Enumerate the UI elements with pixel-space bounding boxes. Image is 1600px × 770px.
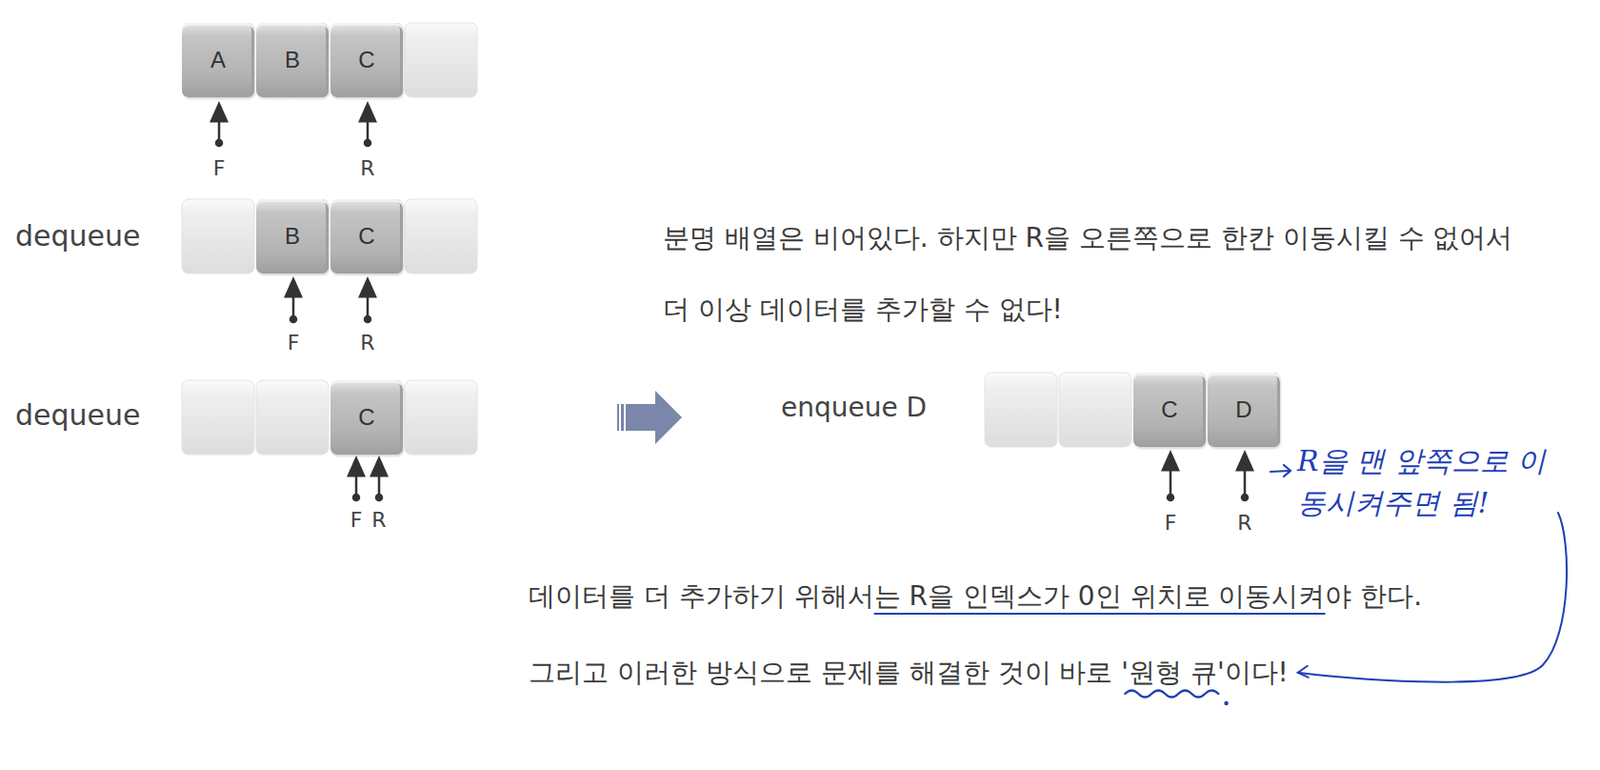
queue-cell: C	[330, 199, 403, 274]
operation-label: enqueue D	[780, 391, 927, 424]
pointer-label: R	[360, 330, 375, 356]
underline	[874, 612, 1326, 615]
pointer-label: R	[1237, 510, 1252, 536]
callout-arrowhead	[1298, 665, 1309, 678]
pointer-label: F	[287, 330, 300, 356]
queue-cell: C	[1133, 372, 1206, 447]
queue-cell: D	[1207, 372, 1280, 447]
cell-value: B	[284, 46, 300, 74]
ink-dot	[1223, 700, 1228, 705]
explanation-text: 데이터를 더 추가하기 위해서는 R을 인덱스가 0인 위치로 이동시켜야 한다…	[528, 580, 1422, 613]
operation-label: dequeue	[15, 219, 140, 254]
cell-value: C	[358, 403, 375, 431]
handwritten-arrow	[1270, 464, 1291, 477]
explanation-text: 분명 배열은 비어있다. 하지만 R을 오른쪽으로 한칸 이동시킬 수 없어서 …	[662, 201, 1520, 345]
pointer-label: R	[371, 507, 386, 533]
pointer-label: F	[350, 507, 363, 533]
transition-arrow	[617, 390, 682, 444]
handwritten-note: R을 맨 앞쪽으로 이동시켜주면 됨!	[1297, 440, 1564, 524]
queue-cell: A	[181, 22, 255, 98]
cell-value: D	[1235, 396, 1252, 423]
queue-cell: B	[256, 22, 329, 98]
explanation-text: 그리고 이러한 방식으로 문제를 해결한 것이 바로 '원형 큐'이다!	[528, 656, 1289, 689]
queue-cell: C	[330, 22, 403, 98]
wavy-underline	[1124, 690, 1219, 698]
queue-cell: C	[330, 380, 403, 455]
pointer-label: R	[360, 156, 375, 181]
cell-value: A	[210, 46, 226, 74]
cell-value: C	[1160, 396, 1178, 423]
cell-value: C	[358, 222, 375, 250]
cell-value: C	[358, 46, 375, 74]
cell-value: B	[284, 222, 300, 250]
pointer-label: F	[213, 156, 226, 181]
operation-label: dequeue	[15, 398, 140, 433]
pointer-label: F	[1164, 510, 1178, 536]
queue-cell: B	[256, 199, 329, 274]
